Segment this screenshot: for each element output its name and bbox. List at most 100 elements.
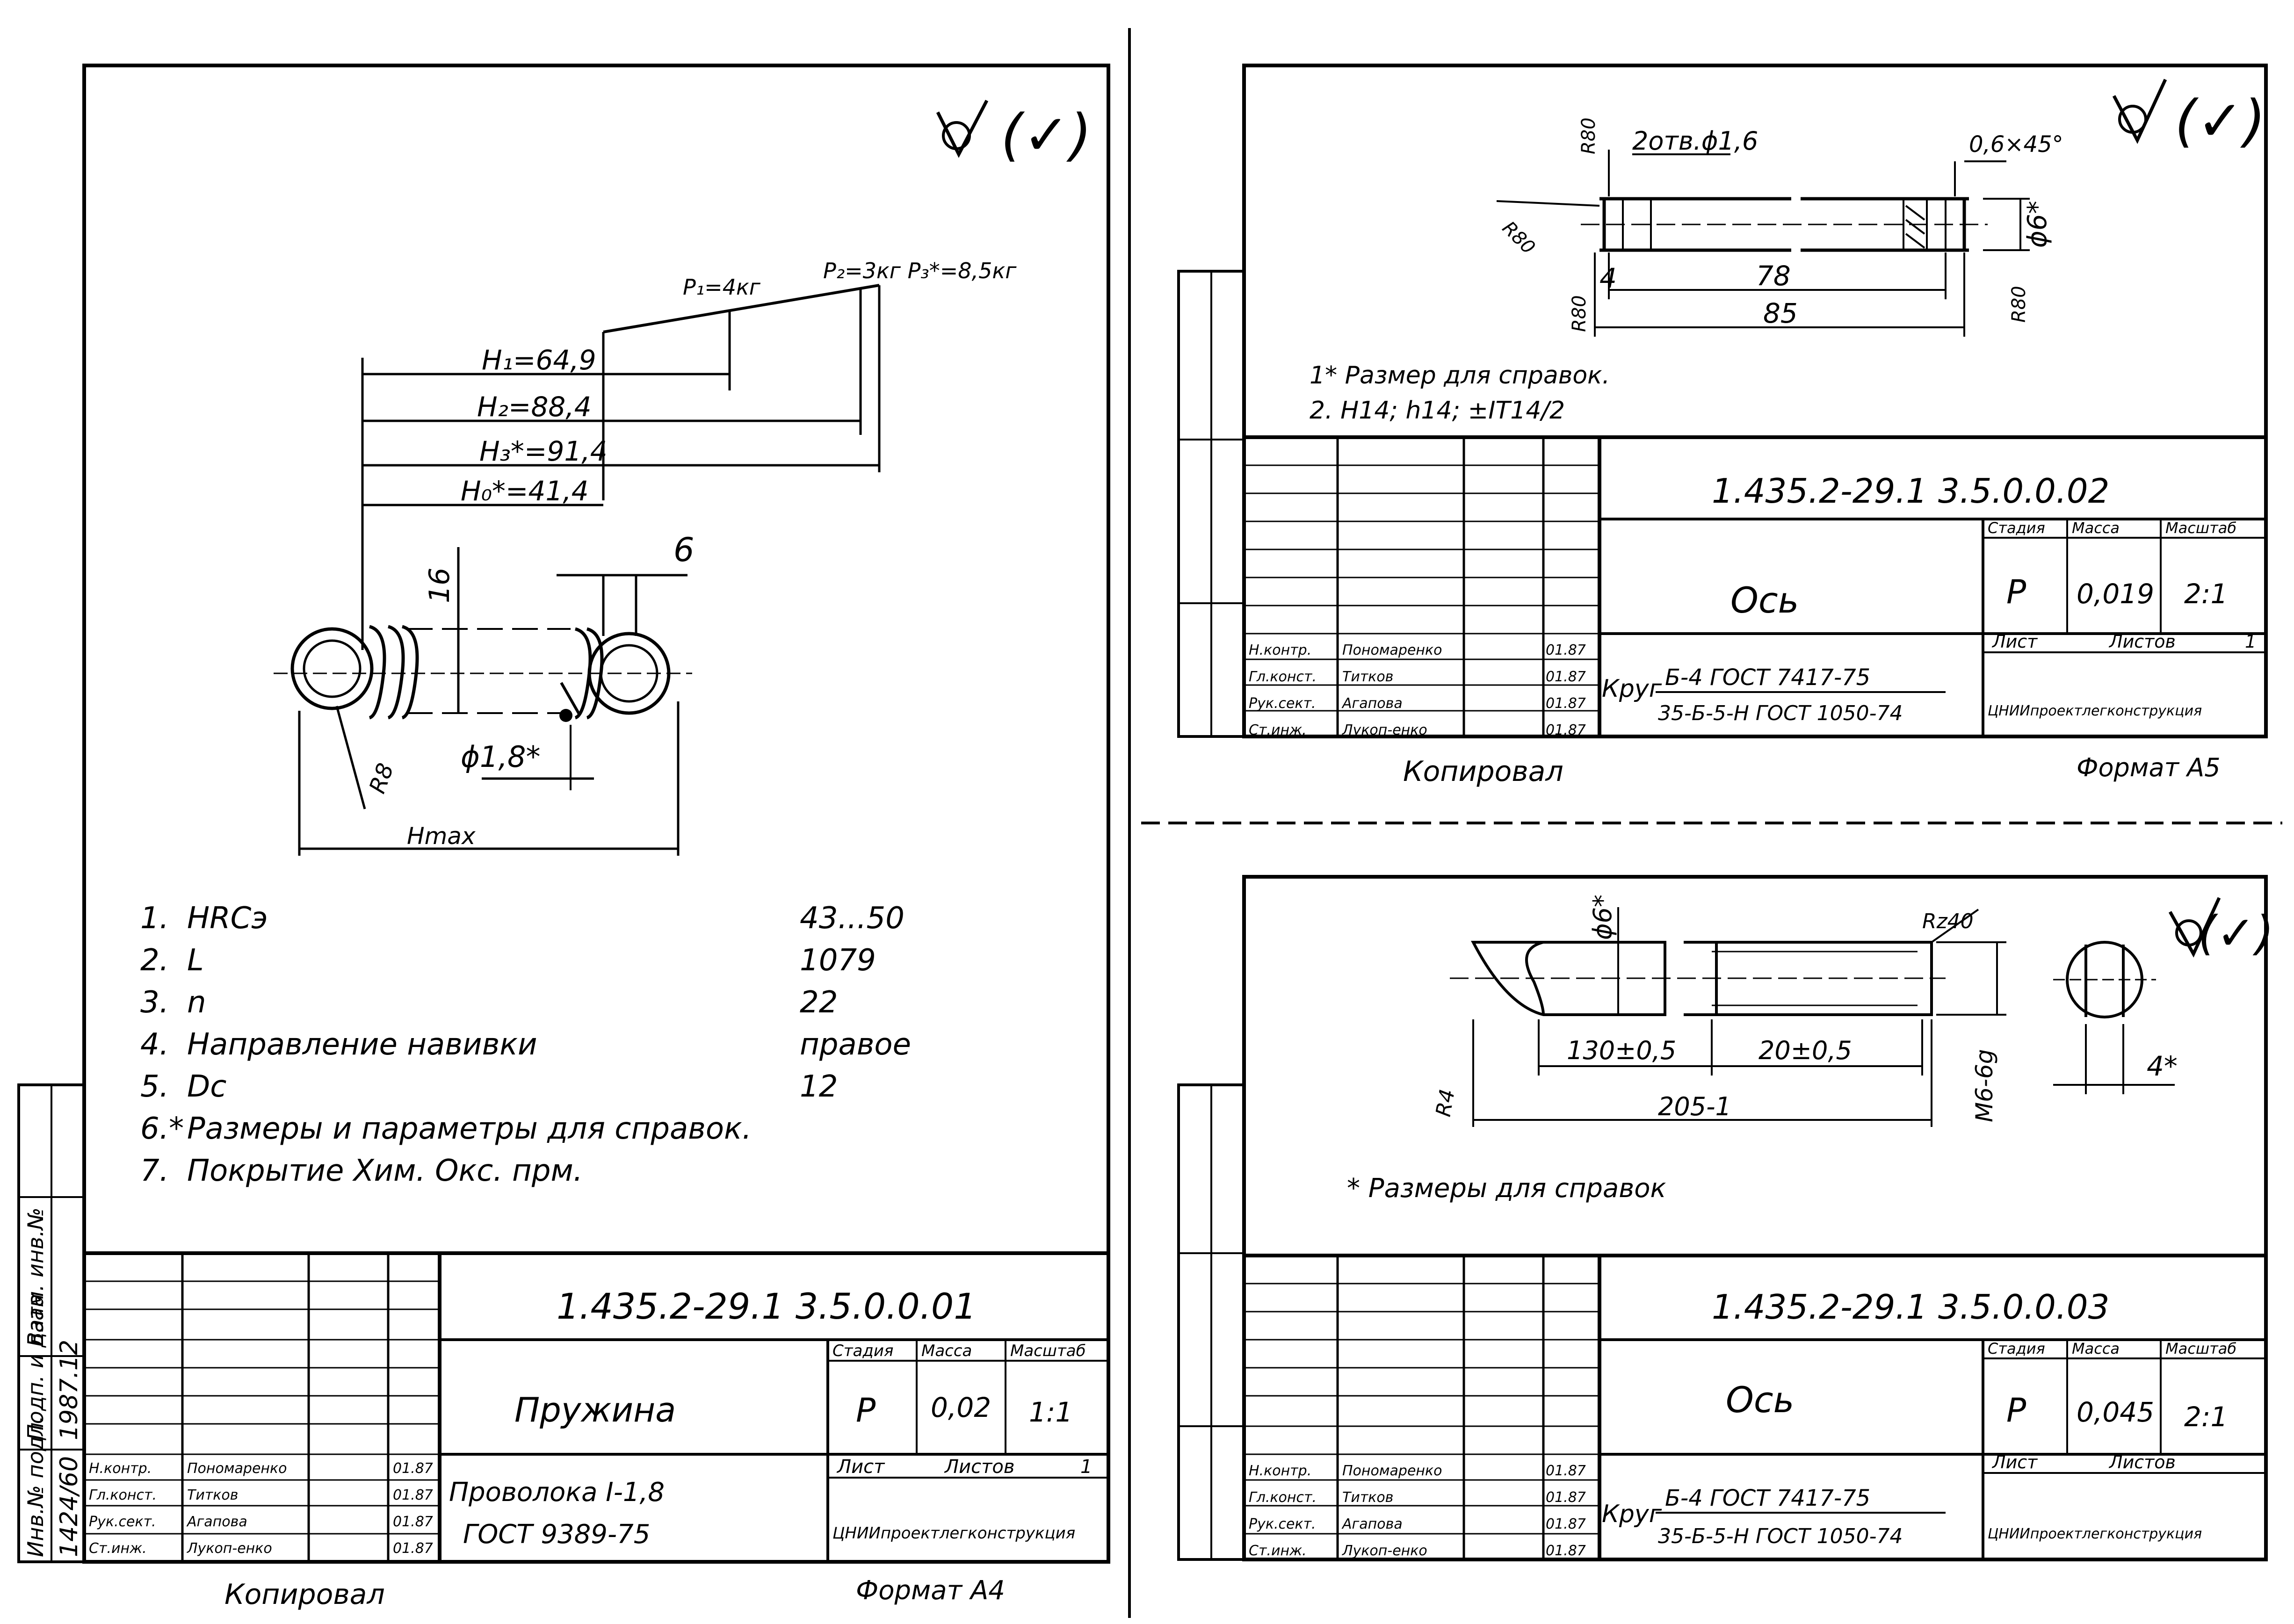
side-stamp-text-4: Взам. инв.№ [23, 1207, 48, 1347]
spring-drawing [274, 547, 692, 722]
sheet2-roughness-symbol: (✓) [2112, 79, 2265, 154]
signature-cell-2-1: Агапова [1341, 695, 1403, 712]
signature-cell-0-0: Н.контр. [89, 1460, 152, 1477]
sheet2-scale-label: Масштаб [2165, 519, 2236, 537]
sheet2-material-bottom: 35-Б-5-Н ГОСТ 1050-74 [1658, 701, 1903, 725]
signature-cell-1-1: Титков [187, 1487, 238, 1503]
axle-03-drawing [1450, 907, 2175, 1127]
sheet2-mass: 0,019 [2077, 578, 2154, 610]
sheet3-material-top: Б-4 ГОСТ 7417-75 [1665, 1485, 1870, 1511]
signature-cell-2-3: 01.87 [1546, 695, 1586, 712]
note-value-0: 43...50 [800, 901, 905, 936]
sheet2-stage-label: Стадия [1988, 519, 2045, 537]
sheet2-org: ЦНИИпроектлегконструкция [1988, 703, 2202, 719]
note-number-5: 6.* [140, 1112, 184, 1146]
note-value-1: 1079 [800, 943, 876, 978]
note-number-1: 2. [140, 943, 169, 978]
sheet3-sheets-label: Листов [2108, 1452, 2176, 1472]
note-text-5: Размеры и параметры для справок. [187, 1112, 752, 1146]
sheet3-roughness-symbol: (✓) [2168, 897, 2274, 960]
sheet1-material-2: ГОСТ 9389-75 [463, 1519, 650, 1550]
sheet1-footer-left: Копировал [224, 1578, 385, 1611]
signature-cell-3-1: Лукоп-енко [1342, 722, 1427, 738]
axle03-d205: 205-1 [1658, 1092, 1731, 1121]
axle03-r: R4 [1432, 1087, 1460, 1119]
signature-cell-1-3: 01.87 [1546, 1489, 1586, 1506]
sheet1-title-block: 1.435.2-29.1 3.5.0.0.01 Пружина Стадия М… [84, 1251, 1108, 1562]
note-text-3: Направление навивки [187, 1027, 537, 1062]
signature-cell-1-0: Гл.конст. [1249, 669, 1317, 685]
force-p1: P₁=4кг [683, 274, 761, 300]
sheet1-sheet-label: Лист [836, 1456, 885, 1478]
signature-cell-1-3: 01.87 [393, 1487, 433, 1503]
dim-hmax: Hmax [407, 823, 476, 850]
sheet2-surface-mark: (✓) [2175, 89, 2265, 154]
sheet1-frame [82, 64, 1110, 1564]
signature-cell-1-0: Гл.конст. [89, 1487, 157, 1503]
note-text-6: Покрытие Хим. Окс. прм. [187, 1154, 583, 1188]
side-stamp-text-2: Подп. и дата [23, 1294, 48, 1440]
note-text-1: L [187, 943, 204, 978]
sheet3-material-bottom: 35-Б-5-Н ГОСТ 1050-74 [1658, 1524, 1903, 1548]
sheet3-surface-mark: (✓) [2198, 906, 2274, 960]
note-text-4: Dс [187, 1069, 226, 1104]
sheet-spring: Инв.№ подл. 1424/60 Подп. и дата 1987.12… [17, 64, 1110, 1611]
sheet1-side-stamp: Инв.№ подл. 1424/60 Подп. и дата 1987.12… [17, 1083, 86, 1563]
axle03-d6: ϕ6* [1588, 895, 1617, 940]
axle02-chamfer: 0,6×45° [1969, 131, 2063, 158]
axle03-m6: М6-6g [1971, 1049, 1998, 1122]
side-stamp-text-0: Инв.№ подл. [23, 1415, 48, 1557]
sheet1-part-name: Пружина [514, 1390, 676, 1429]
sheet3-scale: 2:1 [2184, 1401, 2228, 1433]
sheet1-sheets: 1 [1080, 1456, 1092, 1478]
signature-cell-2-0: Рук.сект. [1249, 695, 1316, 712]
sheet2-footer-left: Копировал [1403, 755, 1563, 788]
dim-h0: H₀*=41,4 [461, 475, 589, 507]
axle03-rz: Rz40 [1922, 909, 1974, 933]
dim-6: 6 [673, 531, 695, 569]
signature-cell-0-0: Н.контр. [1249, 1463, 1311, 1479]
signature-cell-3-0: Ст.инж. [1249, 1543, 1307, 1559]
sheet2-part-name: Ось [1730, 579, 1799, 621]
signature-cell-0-3: 01.87 [393, 1460, 433, 1477]
sheet2-footer-right: Формат А5 [2077, 753, 2221, 782]
dim-16: 16 [423, 568, 456, 603]
signature-cell-1-0: Гл.конст. [1249, 1489, 1317, 1506]
signature-cell-2-1: Агапова [1341, 1516, 1403, 1532]
axle02-r80c: R80 [1569, 295, 1590, 332]
axle02-d78: 78 [1756, 260, 1791, 292]
axle03-d20: 20±0,5 [1758, 1036, 1852, 1065]
dim-h3: H₃*=91,4 [479, 435, 608, 467]
sheet2-doc-number: 1.435.2-29.1 3.5.0.0.02 [1712, 471, 2109, 511]
sheet2-sheets: 1 [2245, 631, 2256, 652]
sheet2-sheet-label: Лист [1991, 631, 2038, 652]
axle02-d6: ϕ6* [2022, 201, 2053, 248]
sheet1-material-1: Проволока I-1,8 [449, 1477, 665, 1508]
dim-h1: H₁=64,9 [482, 344, 596, 376]
sheet2-stage: Р [2006, 573, 2026, 611]
sheet3-material-prefix: Круг [1602, 1500, 1662, 1528]
sheet1-sheets-label: Листов [944, 1456, 1014, 1478]
note-number-4: 5. [140, 1069, 169, 1104]
signature-cell-0-1: Пономаренко [187, 1460, 287, 1477]
signature-cell-3-0: Ст.инж. [1249, 722, 1307, 738]
sheet1-roughness-symbol: (✓) [936, 100, 1092, 168]
sheet1-mass: 0,02 [931, 1392, 991, 1423]
sheet1-stage: Р [856, 1391, 876, 1429]
sheet2-note-1: 1* Размер для справок. [1310, 361, 1610, 390]
axle02-d4: 4 [1599, 262, 1617, 294]
sheet3-mass: 0,045 [2077, 1396, 2154, 1428]
dim-h2: H₂=88,4 [477, 391, 592, 423]
note-value-3: правое [800, 1027, 911, 1062]
sheet1-doc-number: 1.435.2-29.1 3.5.0.0.01 [557, 1285, 977, 1327]
axle02-holes: 2отв.ϕ1,6 [1632, 126, 1758, 156]
sheet3-scale-label: Масштаб [2165, 1340, 2236, 1357]
sheet1-surface-mark: (✓) [1001, 103, 1092, 168]
note-text-2: n [187, 985, 206, 1020]
signature-cell-1-1: Титков [1342, 669, 1393, 685]
sheet3-part-name: Ось [1726, 1379, 1794, 1421]
signature-cell-3-1: Лукоп-енко [1342, 1543, 1427, 1559]
sheet-axle-02: (✓) 2от [1177, 64, 2268, 788]
